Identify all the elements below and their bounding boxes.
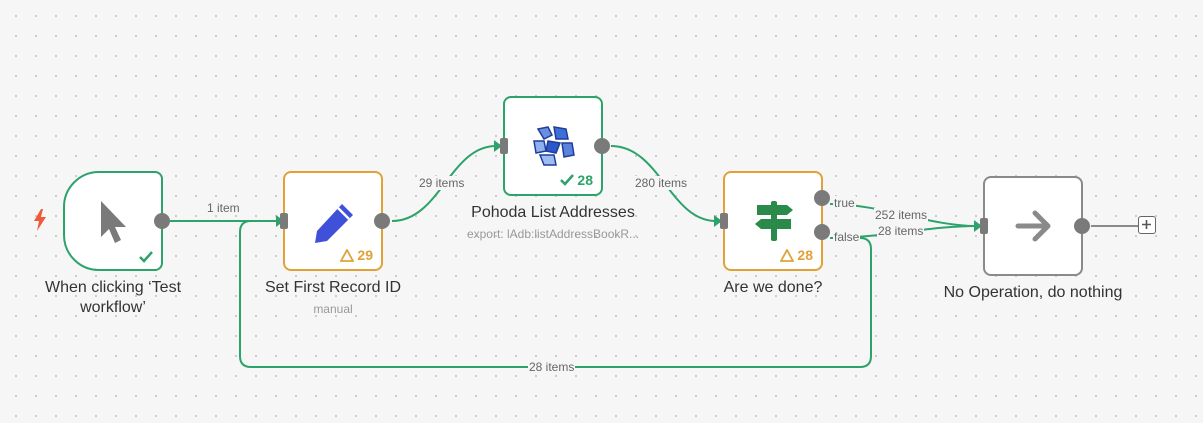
- node-subtitle-pohoda: export: lAdb:listAddressBookR...: [466, 227, 640, 241]
- node-title-are-done: Are we done?: [723, 279, 823, 296]
- output-handle-true[interactable]: [814, 190, 830, 206]
- trigger-bolt-icon: [34, 209, 46, 231]
- success-status: 28: [560, 172, 593, 188]
- item-count: 28: [577, 172, 593, 188]
- branch-label-false: false: [833, 230, 861, 244]
- node-pohoda-list-addresses[interactable]: 28: [500, 96, 610, 196]
- node-are-we-done[interactable]: 28: [720, 171, 830, 271]
- node-title-noop: No Operation, do nothing: [943, 284, 1123, 301]
- output-handle[interactable]: [1074, 218, 1090, 234]
- output-handle[interactable]: [594, 138, 610, 154]
- pencil-icon: [315, 204, 353, 243]
- edge-label-false-loop: 28 items: [528, 360, 576, 374]
- warning-triangle-icon: [340, 248, 355, 262]
- edge-label-true-to-noop: 252 items: [874, 208, 929, 222]
- edge-label-trigger-to-set: 1 item: [206, 201, 241, 215]
- arrow-right-icon: [1015, 210, 1051, 242]
- edge-label-pohoda-to-if: 280 items: [634, 176, 689, 190]
- output-handle[interactable]: [374, 213, 390, 229]
- node-set-first-record[interactable]: 29: [280, 171, 390, 271]
- item-count: 29: [357, 247, 373, 263]
- output-handle-false[interactable]: [814, 224, 830, 240]
- edge-label-false-to-noop: 28 items: [877, 224, 925, 238]
- warning-status: 28: [780, 247, 813, 263]
- branch-label-true: true: [833, 196, 856, 210]
- input-handle[interactable]: [280, 213, 288, 229]
- input-handle[interactable]: [720, 213, 728, 229]
- pohoda-icon: [533, 126, 575, 166]
- signpost-icon: [755, 201, 793, 241]
- check-icon: [139, 251, 153, 263]
- node-title-pohoda: Pohoda List Addresses: [471, 204, 635, 221]
- node-manual-trigger[interactable]: [63, 171, 170, 271]
- node-no-operation[interactable]: [980, 176, 1090, 276]
- item-count: 28: [797, 247, 813, 263]
- node-subtitle-set-first: manual: [313, 302, 353, 316]
- edge-label-set-to-pohoda: 29 items: [418, 176, 466, 190]
- output-handle[interactable]: [154, 213, 170, 229]
- node-title-trigger: When clicking ‘Test workflow’: [44, 279, 182, 316]
- warning-triangle-icon: [780, 248, 795, 262]
- plus-icon: [1142, 220, 1151, 229]
- warning-status: 29: [340, 247, 373, 263]
- input-handle[interactable]: [500, 138, 508, 154]
- input-handle[interactable]: [980, 218, 988, 234]
- check-icon: [560, 174, 575, 186]
- add-node-button[interactable]: [1138, 216, 1156, 234]
- mouse-pointer-icon: [101, 201, 126, 243]
- success-status: [139, 251, 153, 263]
- node-title-set-first: Set First Record ID: [264, 279, 402, 296]
